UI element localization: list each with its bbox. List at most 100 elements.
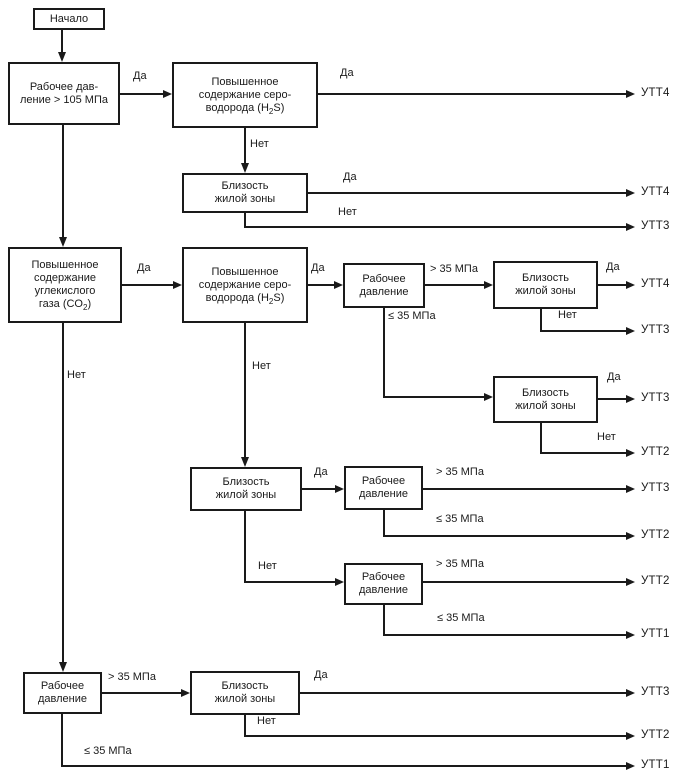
arrow-down-icon [59, 237, 67, 247]
connector-line-h [102, 692, 181, 694]
terminal-7: УТТ2 [641, 446, 670, 458]
node-label: Близость жилой зоны [214, 180, 276, 205]
node-label: Близость жилой зоны [215, 476, 277, 501]
arrow-right-icon [335, 485, 344, 493]
edge-label-le35: ≤ 35 МПа [437, 612, 485, 624]
connector-line-v [244, 511, 246, 583]
arrow-right-icon [626, 578, 635, 586]
connector-line-v [244, 323, 246, 457]
edge-label-yes: Да [607, 371, 621, 383]
connector-line-h [244, 581, 335, 583]
edge-label-no: Нет [558, 309, 577, 321]
connector-line-h [425, 284, 484, 286]
edge-label-yes: Да [340, 67, 354, 79]
arrow-right-icon [484, 281, 493, 289]
arrow-right-icon [335, 578, 344, 586]
connector-line-h [423, 488, 626, 490]
edge-label-no: Нет [250, 138, 269, 150]
arrow-down-icon [59, 662, 67, 672]
arrow-right-icon [626, 449, 635, 457]
connector-line-v [244, 213, 246, 228]
arrow-right-icon [181, 689, 190, 697]
edge-label-yes: Да [314, 466, 328, 478]
connector-line-v [62, 323, 64, 662]
connector-line-h [308, 284, 334, 286]
arrow-right-icon [626, 189, 635, 197]
node-proximity-5: Близость жилой зоны [190, 671, 300, 715]
edge-label-yes: Да [606, 261, 620, 273]
connector-line-v [540, 423, 542, 454]
edge-label-yes: Да [137, 262, 151, 274]
node-pressure-c: Рабочее давление [344, 563, 423, 605]
arrow-right-icon [626, 631, 635, 639]
connector-line-v [61, 30, 63, 52]
terminal-3: УТТ3 [641, 220, 670, 232]
connector-line-h [302, 488, 335, 490]
terminal-5: УТТ3 [641, 324, 670, 336]
node-label: Рабочее давление [358, 571, 408, 596]
edge-label-le35: ≤ 35 МПа [436, 513, 484, 525]
node-pressure-105: Рабочее дав- ление > 105 МПа [8, 62, 120, 125]
node-start: Начало [33, 8, 105, 30]
arrow-right-icon [173, 281, 182, 289]
edge-label-le35: ≤ 35 МПа [388, 310, 436, 322]
edge-label-no: Нет [338, 206, 357, 218]
arrow-right-icon [626, 395, 635, 403]
node-label: Повышенное содержание серо- водорода (H2… [198, 75, 292, 116]
node-label: Повышенное содержание углекислого газа (… [31, 259, 99, 313]
node-proximity-4: Близость жилой зоны [190, 467, 302, 511]
connector-line-h [383, 535, 626, 537]
edge-label-yes: Да [133, 70, 147, 82]
node-co2: Повышенное содержание углекислого газа (… [8, 247, 122, 323]
connector-line-h [540, 330, 626, 332]
node-pressure-a: Рабочее давление [343, 263, 425, 308]
edge-label-gt35: > 35 МПа [430, 263, 478, 275]
arrow-right-icon [626, 281, 635, 289]
node-label: Рабочее давление [359, 272, 409, 298]
connector-line-v [61, 714, 63, 767]
node-proximity-2: Близость жилой зоны [493, 261, 598, 309]
node-start-label: Начало [49, 12, 89, 25]
terminal-8: УТТ3 [641, 482, 670, 494]
connector-line-v [62, 125, 64, 237]
terminal-14: УТТ1 [641, 759, 670, 771]
terminal-13: УТТ2 [641, 729, 670, 741]
connector-line-h [540, 452, 626, 454]
connector-line-v [244, 128, 246, 163]
edge-label-gt35: > 35 МПа [108, 671, 156, 683]
node-label: Рабочее давление [358, 475, 408, 500]
connector-line-h [244, 735, 626, 737]
edge-label-no: Нет [258, 560, 277, 572]
node-h2s-1: Повышенное содержание серо- водорода (H2… [172, 62, 318, 128]
node-label: Близость жилой зоны [515, 272, 576, 297]
edge-label-yes: Да [314, 669, 328, 681]
terminal-1: УТТ4 [641, 87, 670, 99]
arrow-right-icon [626, 327, 635, 335]
arrow-right-icon [626, 689, 635, 697]
connector-line-h [383, 396, 484, 398]
arrow-down-icon [241, 163, 249, 173]
connector-line-h [318, 93, 626, 95]
node-pressure-d: Рабочее давление [23, 672, 102, 714]
connector-line-h [308, 192, 626, 194]
terminal-12: УТТ3 [641, 686, 670, 698]
node-label: Рабочее дав- ление > 105 МПа [19, 80, 108, 106]
connector-line-v [383, 605, 385, 636]
connector-line-h [61, 765, 626, 767]
connector-line-h [122, 284, 173, 286]
connector-line-h [244, 226, 626, 228]
edge-label-le35: ≤ 35 МПа [84, 745, 132, 757]
node-label: Рабочее давление [37, 680, 87, 705]
arrow-right-icon [334, 281, 343, 289]
connector-line-v [383, 510, 385, 537]
terminal-4: УТТ4 [641, 278, 670, 290]
arrow-down-icon [241, 457, 249, 467]
arrow-right-icon [626, 762, 635, 770]
arrow-right-icon [484, 393, 493, 401]
edge-label-no: Нет [597, 431, 616, 443]
edge-label-no: Нет [252, 360, 271, 372]
node-label: Близость жилой зоны [214, 680, 276, 705]
connector-line-h [598, 398, 626, 400]
arrow-right-icon [626, 223, 635, 231]
